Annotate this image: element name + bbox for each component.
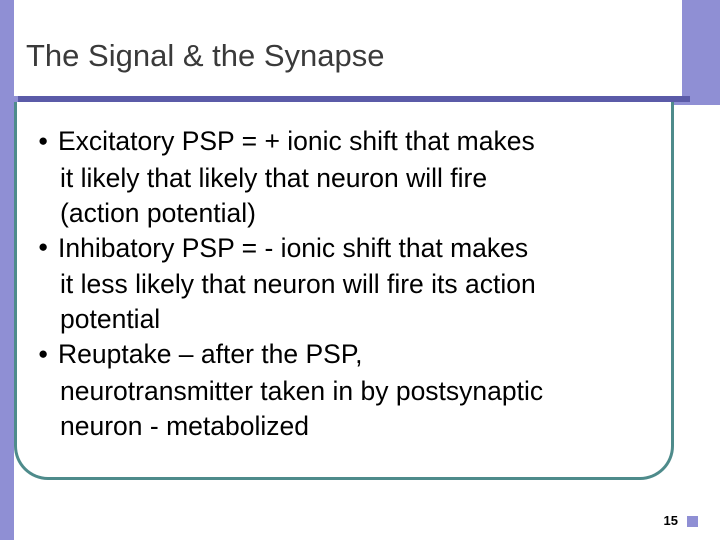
bullet-text-line: Reuptake – after the PSP,	[58, 339, 363, 369]
list-item: ● Inhibatory PSP = - ionic shift that mak…	[38, 231, 678, 338]
bullet-icon: ●	[38, 237, 49, 256]
corner-accent-square	[687, 516, 698, 527]
bullet-text-line: Excitatory PSP = + ionic shift that make…	[58, 126, 535, 156]
page-number: 15	[663, 513, 678, 528]
bullet-text-line: Inhibatory PSP = - ionic shift that make…	[58, 232, 529, 263]
bullet-text-line: neurotransmitter taken in by postsynapti…	[60, 375, 544, 406]
bullet-icon: ●	[38, 343, 49, 363]
left-accent-band	[0, 0, 14, 540]
list-item: ● Excitatory PSP = + ionic shift that mak…	[38, 124, 678, 231]
content-frame	[14, 102, 674, 480]
bullet-text-line: it less likely that neuron will fire its…	[60, 269, 536, 299]
bullet-text-line: (action potential)	[60, 197, 256, 228]
page-title: The Signal & the Synapse	[26, 38, 385, 73]
bullet-text-line: neuron - metabolized	[60, 410, 309, 441]
bullet-text-line: potential	[60, 304, 161, 334]
title-divider	[18, 96, 690, 102]
bullet-text-line: it likely that likely that neuron will f…	[60, 162, 488, 193]
bullet-list: ● Excitatory PSP = + ionic shift that mak…	[38, 124, 678, 444]
title-plate	[14, 0, 682, 96]
list-item: ● Reuptake – after the PSP, neurotransmit…	[38, 337, 678, 444]
bullet-icon: ●	[38, 130, 49, 150]
